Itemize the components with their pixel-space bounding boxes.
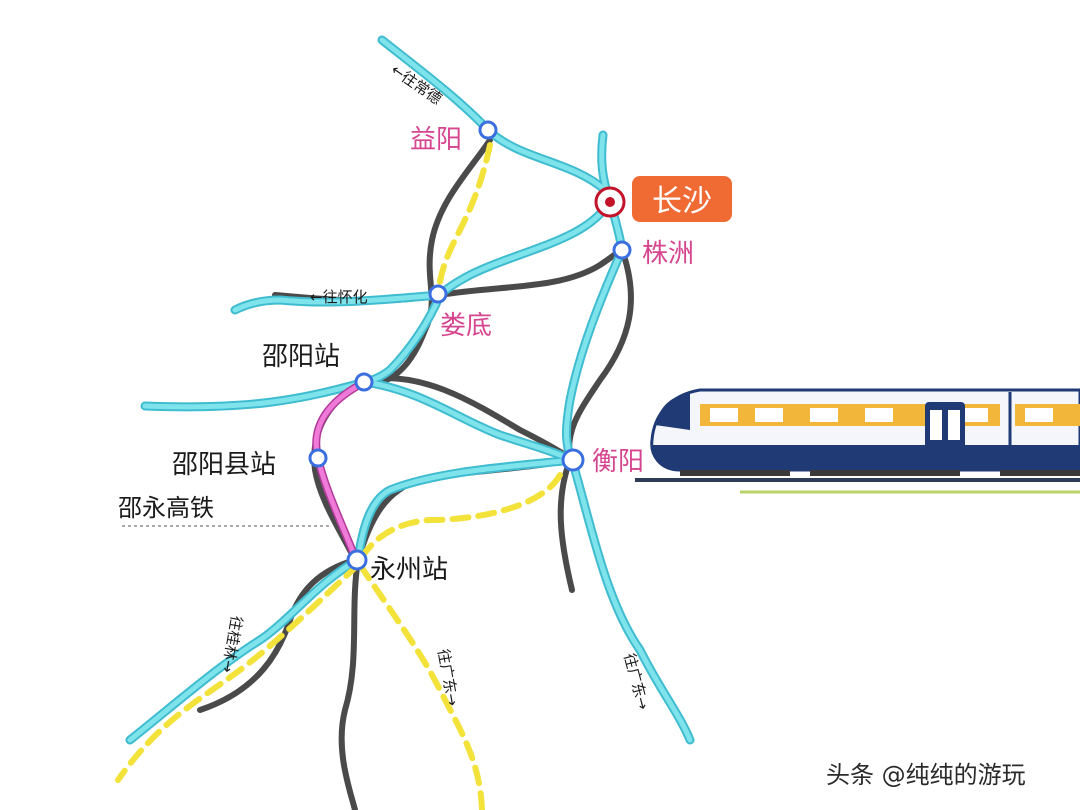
- station-label-yongzhou: 永州站: [370, 555, 448, 585]
- watermark: 头条 @纯纯的游玩: [826, 761, 1026, 789]
- station-ring-icon[interactable]: [346, 549, 368, 571]
- rail-yiyang-loudi: [377, 137, 493, 385]
- direction-guangdong-1: 往广东→: [434, 648, 462, 708]
- city-label-loudi: 娄底: [440, 311, 492, 341]
- rail-hengyang-south: [557, 457, 575, 593]
- hsr-lines: [127, 37, 693, 743]
- city-label-hengyang: 衡阳: [592, 447, 644, 477]
- hsr-changde-yiyang: [379, 37, 491, 133]
- planned-lines: [115, 142, 563, 810]
- planned-yongzhou-guilin: [115, 562, 361, 783]
- hsr-yongzhou-guilin: [127, 557, 361, 743]
- hsr-hengyang-yongzhou: [355, 457, 575, 563]
- rail-shaoyang-hengyang: [362, 375, 573, 461]
- capital-label: 长沙: [652, 184, 712, 219]
- station-ring-icon[interactable]: [354, 372, 374, 392]
- station-label-shaoyang: 邵阳站: [262, 342, 340, 372]
- rail-yongzhou-south: [338, 557, 361, 810]
- planned-yiyang-loudi: [435, 142, 493, 298]
- station-ring-icon[interactable]: [478, 120, 498, 140]
- station-ring-icon[interactable]: [428, 284, 448, 304]
- hsr-zhuzhou-hengyang: [564, 247, 625, 463]
- station-label-shaoyang-county: 邵阳县站: [172, 450, 276, 480]
- capital-marker[interactable]: 长沙: [594, 176, 732, 222]
- station-ring-icon[interactable]: [561, 448, 585, 472]
- hsr-hengyang-guangdong: [569, 457, 693, 743]
- planned-hengyang-yongzhou: [357, 472, 563, 563]
- hsr-shaoyang-hengyang: [362, 379, 575, 463]
- city-label-yiyang: 益阳: [410, 125, 462, 155]
- city-label-zhuzhou: 株洲: [642, 239, 694, 269]
- station-ring-icon[interactable]: [308, 448, 328, 468]
- capital-badge: [632, 176, 732, 222]
- station-markers: [308, 120, 632, 571]
- hsr-shaoyang-west: [142, 379, 368, 410]
- direction-huaihua: ←往怀化: [310, 288, 368, 306]
- train-illustration: [635, 388, 1080, 494]
- line-label-shaoyong: 邵永高铁: [118, 494, 214, 522]
- direction-guilin: 往桂林→: [218, 614, 246, 674]
- hsr-loudi-huaihua: [232, 292, 443, 313]
- rail-zhuzhou-hengyang: [566, 247, 634, 463]
- hsr-yiyang-changsha: [485, 127, 608, 193]
- planned-yongzhou-guangdong: [357, 562, 485, 810]
- station-ring-icon[interactable]: [612, 240, 632, 260]
- hsr-changsha-loudi: [437, 197, 613, 298]
